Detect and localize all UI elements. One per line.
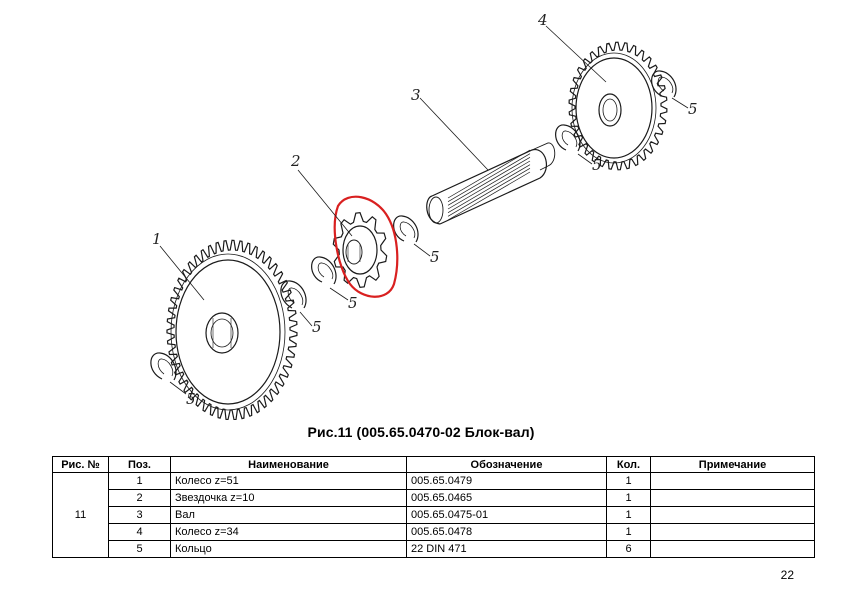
shaft-spline-line <box>447 171 531 221</box>
callout-5c: 5 <box>348 294 358 312</box>
callout-4: 4 <box>537 11 548 29</box>
cell-note <box>650 523 815 541</box>
cell-pos: 5 <box>108 540 171 558</box>
cell-designation: 005.65.0475-01 <box>406 506 607 524</box>
cell-qty: 1 <box>606 489 651 507</box>
table-row: 5 Кольцо 22 DIN 471 6 <box>53 540 815 558</box>
gear-tooth-profile <box>332 212 388 288</box>
gear-small-teeth <box>568 41 668 171</box>
cell-name: Звездочка z=10 <box>170 489 407 507</box>
retaining-ring-1 <box>150 352 177 381</box>
cell-qty: 1 <box>606 506 651 524</box>
shaft-spline-line <box>447 149 531 199</box>
callout-2: 2 <box>290 152 301 170</box>
table-header-row: Рис. № Поз. Наименование Обозначение Кол… <box>52 456 815 473</box>
cell-note <box>650 472 815 490</box>
cell-note <box>650 540 815 558</box>
callout-3: 3 <box>411 86 421 104</box>
figure-caption: Рис.11 (005.65.0470-02 Блок-вал) <box>307 424 535 440</box>
page-number: 22 <box>780 568 794 582</box>
callout-5d: 5 <box>430 248 440 266</box>
shaft-splines <box>447 149 531 221</box>
cell-pos: 1 <box>108 472 171 490</box>
callout-5b: 5 <box>312 318 322 336</box>
shaft-spline-line <box>447 153 531 203</box>
header-name: Наименование <box>170 456 407 473</box>
cell-pos: 3 <box>108 506 171 524</box>
shaft-spline-line <box>447 156 531 206</box>
cell-fig-no: 11 <box>52 472 109 558</box>
shaft-spline-line <box>447 164 531 214</box>
header-designation: Обозначение <box>406 456 607 473</box>
cell-pos: 4 <box>108 523 171 541</box>
sprocket-highlight-outline <box>333 195 399 298</box>
gear-tooth-profile <box>166 239 298 420</box>
cell-designation: 22 DIN 471 <box>406 540 607 558</box>
cell-qty: 1 <box>606 472 651 490</box>
cell-name: Кольцо <box>170 540 407 558</box>
sprocket <box>332 212 388 288</box>
leader-lines <box>159 25 689 395</box>
cell-note <box>650 489 815 507</box>
parts-table: Рис. № Поз. Наименование Обозначение Кол… <box>52 456 815 558</box>
shaft-spline-line <box>447 167 531 217</box>
header-note: Примечание <box>650 456 815 473</box>
cell-name: Колесо z=51 <box>170 472 407 490</box>
cell-name: Вал <box>170 506 407 524</box>
cell-qty: 6 <box>606 540 651 558</box>
cell-name: Колесо z=34 <box>170 523 407 541</box>
retaining-ring-4 <box>393 215 419 243</box>
gear-tooth-profile <box>568 41 668 171</box>
table-row: 2 Звездочка z=10 005.65.0465 1 <box>53 489 815 507</box>
callout-5a: 5 <box>186 390 196 408</box>
table-row: 3 Вал 005.65.0475-01 1 <box>53 506 815 524</box>
header-pos: Поз. <box>108 456 171 473</box>
shaft-spline-line <box>447 160 531 210</box>
splined-shaft <box>426 142 556 225</box>
retaining-ring-5 <box>555 124 581 152</box>
retaining-ring-2 <box>280 280 307 309</box>
gear-large-teeth <box>166 239 298 420</box>
sprocket-teeth <box>332 212 388 288</box>
retaining-ring-3 <box>311 256 337 285</box>
callout-5e: 5 <box>592 156 602 174</box>
callout-5f: 5 <box>688 100 698 118</box>
cell-designation: 005.65.0465 <box>406 489 607 507</box>
cell-designation: 005.65.0479 <box>406 472 607 490</box>
header-qty: Кол. <box>606 456 651 473</box>
cell-qty: 1 <box>606 523 651 541</box>
callout-1: 1 <box>152 230 162 248</box>
gear-large <box>166 239 298 420</box>
retaining-ring-6 <box>651 70 677 98</box>
table-row: 11 1 Колесо z=51 005.65.0479 1 <box>52 472 815 558</box>
cell-note <box>650 506 815 524</box>
cell-designation: 005.65.0478 <box>406 523 607 541</box>
cell-pos: 2 <box>108 489 171 507</box>
gear-small <box>568 41 668 171</box>
exploded-assembly-drawing: 1 2 3 4 5 5 5 5 5 5 <box>150 11 698 420</box>
header-fig-no: Рис. № <box>52 456 109 473</box>
table-row: 4 Колесо z=34 005.65.0478 1 <box>53 523 815 541</box>
